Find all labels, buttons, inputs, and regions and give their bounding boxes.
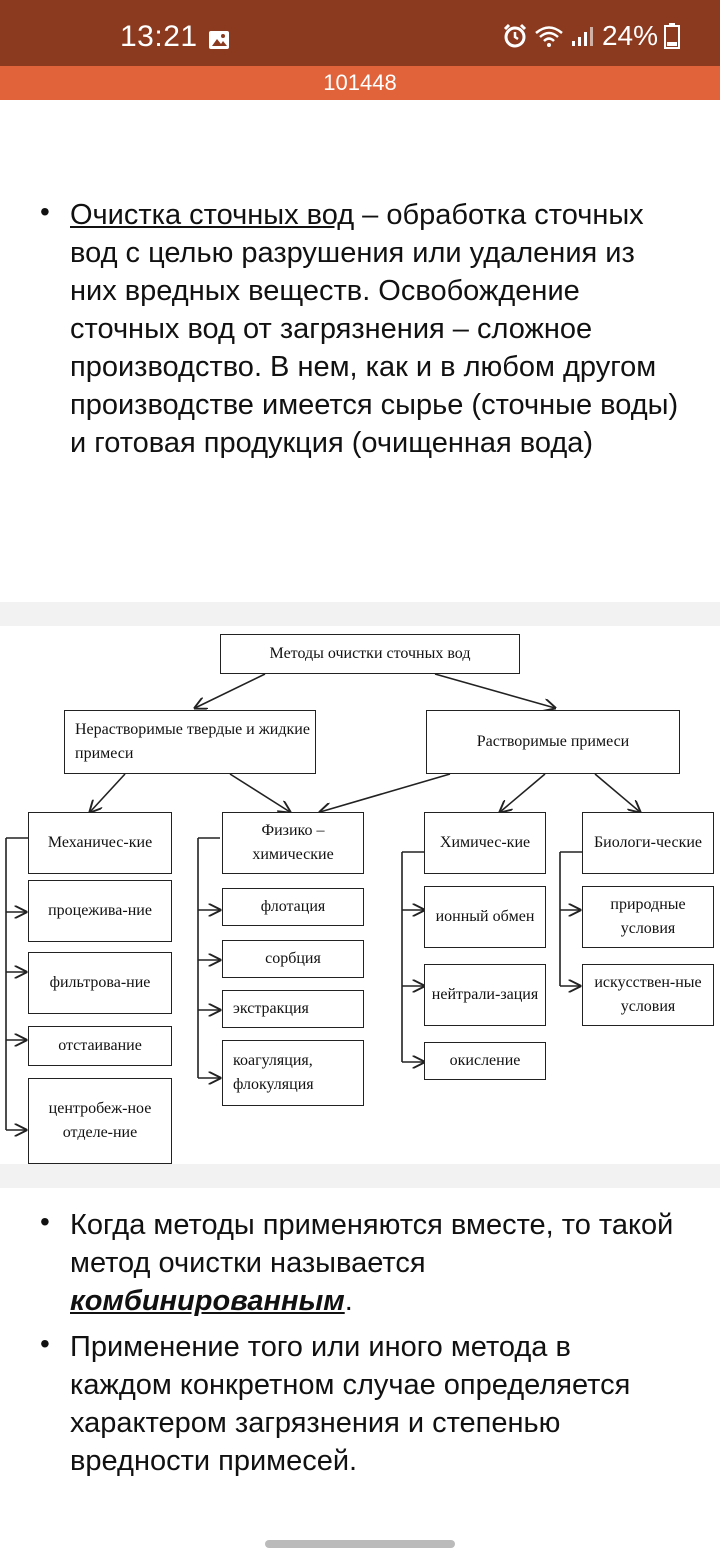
phys-item: экстракция (222, 990, 364, 1028)
chem-item: нейтрали-зация (424, 964, 546, 1026)
bullet-dot: • (40, 196, 50, 227)
chemical-node: Химичес-кие (424, 812, 546, 874)
definition-term: Очистка сточных вод (70, 199, 355, 231)
mech-item: процежива-ние (28, 880, 172, 942)
chem-item: окисление (424, 1042, 546, 1080)
signal-icon (571, 27, 593, 46)
bullet-dot: • (40, 1206, 50, 1237)
phys-item: коагуляция, флокуляция (222, 1040, 364, 1106)
wifi-icon (535, 26, 563, 47)
status-time: 13:21 (120, 20, 198, 53)
mech-item: центробеж-ное отделе-ние (28, 1078, 172, 1164)
root-node: Методы очистки сточных вод (220, 634, 520, 674)
status-bar: 13:21 24% (0, 0, 720, 66)
insoluble-node: Нерастворимые твердые и жидкие примеси (64, 710, 316, 774)
chem-item: ионный обмен (424, 886, 546, 948)
document-title-bar: 101448 (0, 66, 720, 100)
physchem-node: Физико – химические (222, 812, 364, 874)
home-indicator[interactable] (265, 1540, 455, 1548)
bullet-dot: • (40, 1328, 50, 1359)
definition-text: Очистка сточных вод – обработка сточных … (70, 196, 680, 462)
combined-method-term: комбинированным (70, 1285, 345, 1317)
method-choice-bullet: • Применение того или иного метода в каж… (40, 1328, 680, 1480)
combined-method-start: Когда методы применяются вместе, то тако… (70, 1209, 674, 1279)
combined-method-bullet: • Когда методы применяются вместе, то та… (40, 1206, 680, 1320)
image-icon (209, 31, 229, 49)
diagram-connectors (5, 673, 720, 1164)
mechanical-node: Механичес-кие (28, 812, 172, 874)
phys-item: флотация (222, 888, 364, 926)
document-title: 101448 (323, 70, 397, 95)
definition-body: – обработка сточных вод с целью разрушен… (70, 199, 679, 459)
soluble-node: Растворимые примеси (426, 710, 680, 774)
bio-item: природные условия (582, 886, 714, 948)
method-choice-text: Применение того или иного метода в каждо… (70, 1331, 631, 1477)
bio-item: искусствен-ные условия (582, 964, 714, 1026)
combined-method-text: Когда методы применяются вместе, то тако… (70, 1206, 680, 1320)
battery-percent: 24% (601, 20, 658, 51)
battery-icon (664, 23, 680, 49)
status-icons: 24% (502, 20, 680, 52)
mech-item: фильтрова-ние (28, 952, 172, 1014)
methods-diagram: Методы очистки сточных вод Нерастворимые… (0, 626, 720, 1164)
combined-method-end: . (344, 1285, 353, 1317)
definition-bullet: • Очистка сточных вод – обработка сточны… (40, 196, 680, 462)
alarm-icon (503, 23, 527, 48)
biological-node: Биологи-ческие (582, 812, 714, 874)
phys-item: сорбция (222, 940, 364, 978)
mech-item: отстаивание (28, 1026, 172, 1066)
